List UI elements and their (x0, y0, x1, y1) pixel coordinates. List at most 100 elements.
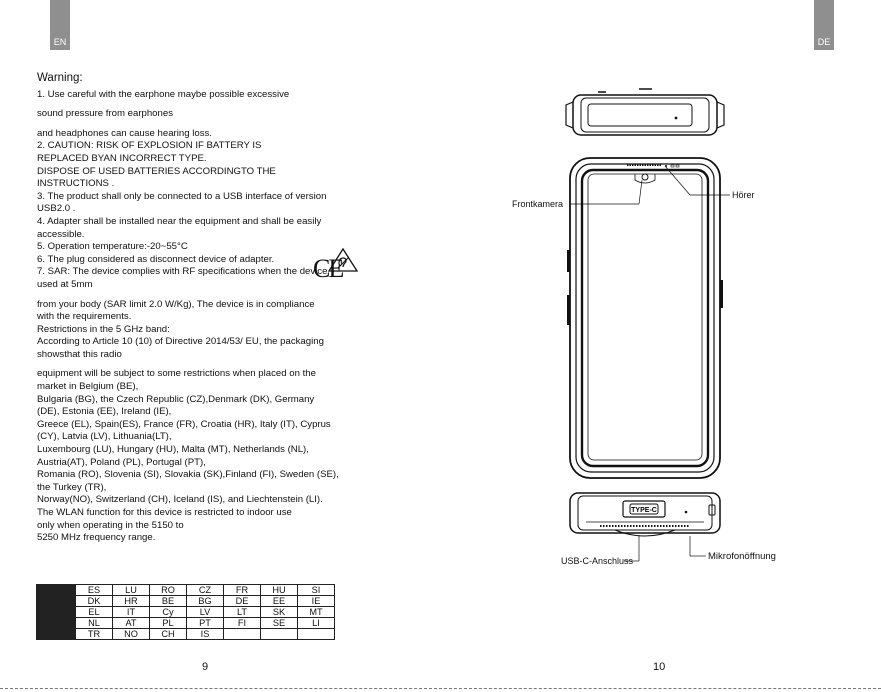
earpiece-label: Hörer (732, 190, 755, 200)
country-code-cell (297, 628, 335, 640)
warning-line: Austria(AT), Poland (PL), Portugal (PT), (37, 456, 206, 468)
country-code-cell: AT (112, 617, 150, 629)
warning-text: 1. Use careful with the earphone maybe p… (37, 89, 355, 545)
country-code-cell: ES (75, 584, 113, 596)
line-gap (37, 292, 355, 299)
warning-line: Bulgaria (BG), the Czech Republic (CZ),D… (37, 393, 315, 405)
country-code-cell: BG (186, 595, 224, 607)
warning-line: market in Belgium (BE), (37, 381, 139, 393)
warning-line: with the requirements. (37, 311, 132, 323)
country-code-cell: IT (112, 606, 150, 618)
warning-line: showsthat this radio (37, 348, 122, 360)
country-code-cell: CZ (186, 584, 224, 596)
warning-line: 1. Use careful with the earphone maybe p… (37, 88, 290, 100)
warning-line: sound pressure from earphones (37, 108, 173, 120)
country-code-cell: NO (112, 628, 150, 640)
warning-line: Luxembourg (LU), Hungary (HU), Malta (MT… (37, 444, 309, 456)
country-code-cell (260, 628, 298, 640)
country-code-cell: CH (149, 628, 187, 640)
warning-line: 3. The product shall only be connected t… (37, 190, 327, 202)
warning-line: accessible. (37, 228, 85, 240)
warning-line: (CY), Latvia (LV), Lithuania(LT), (37, 431, 172, 443)
country-code-cell: LI (297, 617, 335, 629)
country-code-cell: HR (112, 595, 150, 607)
warning-line: INSTRUCTIONS . (37, 178, 115, 190)
phone-front-view (567, 157, 730, 479)
country-code-cell: DE (223, 595, 261, 607)
country-code-cell: MT (297, 606, 335, 618)
ce-mark: CE (313, 254, 344, 283)
country-code-cell: EE (260, 595, 298, 607)
warning-line: According to Article 10 (10) of Directiv… (37, 336, 324, 348)
phone-bottom-view: TYPE-C (569, 492, 721, 562)
warning-line: The WLAN function for this device is res… (37, 507, 292, 518)
country-code-cell: EL (75, 606, 113, 618)
warning-line: from your body (SAR limit 2.0 W/Kg), The… (37, 298, 315, 310)
country-code-cell: PT (186, 617, 224, 629)
country-code-cell: IE (297, 595, 335, 607)
warning-line: DISPOSE OF USED BATTERIES ACCORDINGTO TH… (37, 165, 276, 177)
phone-top-view (565, 88, 725, 136)
language-tab-label: DE (817, 37, 831, 47)
language-tab-de: DE (814, 0, 834, 50)
country-code-cell: SE (260, 617, 298, 629)
line-gap (37, 121, 355, 128)
hearing-warning-icon (327, 247, 359, 272)
black-block (36, 584, 76, 640)
microphone-label: Mikrofonöffnung (708, 551, 776, 562)
warning-line: the Turkey (TR), (37, 481, 107, 493)
language-tab-en: EN (50, 0, 70, 50)
country-code-cell: NL (75, 617, 113, 629)
country-code-cell: LT (223, 606, 261, 618)
warning-line: REPLACED BYAN INCORRECT TYPE. (37, 152, 207, 164)
line-gap (37, 101, 355, 108)
warning-line: Restrictions in the 5 GHz band: (37, 323, 170, 335)
usb-port-label: TYPE-C (631, 507, 657, 514)
country-code-cell: FR (223, 584, 261, 596)
warning-heading: Warning: (37, 72, 83, 84)
language-tab-label: EN (53, 37, 67, 47)
country-code-cell: SI (297, 584, 335, 596)
warning-line: (DE), Estonia (EE), Ireland (IE), (37, 406, 172, 418)
warning-section: Warning: 1. Use careful with the earphon… (37, 72, 355, 545)
front-camera-label: Frontkamera (512, 199, 564, 209)
warning-line: equipment will be subject to some restri… (37, 368, 316, 380)
country-code-cell: SK (260, 606, 298, 618)
warning-line: 7. SAR: The device complies with RF spec… (37, 266, 328, 278)
country-code-cell (223, 628, 261, 640)
page-bottom-border (0, 688, 881, 689)
usb-c-port-label: USB-C-Anschluss (561, 556, 634, 566)
warning-line: and headphones can cause hearing loss. (37, 127, 212, 139)
country-code-cell: RO (149, 584, 187, 596)
warning-line: only when operating in the 5150 to (37, 519, 184, 531)
country-code-cell: IS (186, 628, 224, 640)
country-code-cell: TR (75, 628, 113, 640)
country-code-cell: DK (75, 595, 113, 607)
page-number-right: 10 (653, 661, 666, 673)
warning-line: USB2.0 . (37, 203, 76, 215)
country-code-cell: BE (149, 595, 187, 607)
warning-line: 6. The plug considered as disconnect dev… (37, 253, 275, 265)
phone-diagram: TYPE-C (565, 88, 730, 562)
country-code-cell: Cy (149, 606, 187, 618)
warning-line: used at 5mm (37, 278, 93, 290)
warning-line: Romania (RO), Slovenia (SI), Slovakia (S… (37, 469, 339, 481)
warning-line: 2. CAUTION: RISK OF EXPLOSION IF BATTERY… (37, 140, 262, 152)
warning-line: Greece (EL), Spain(ES), France (FR), Cro… (37, 418, 331, 430)
warning-line: Norway(NO), Switzerland (CH), Iceland (I… (37, 494, 323, 506)
country-code-cell: FI (223, 617, 261, 629)
country-code-cell: LV (186, 606, 224, 618)
warning-line: 5. Operation temperature:-20~55°C (37, 241, 188, 253)
page-number-left: 9 (202, 661, 209, 673)
warning-line: 5250 MHz frequency range. (37, 532, 156, 544)
country-code-cell: PL (149, 617, 187, 629)
country-code-cell: HU (260, 584, 298, 596)
line-gap (37, 361, 355, 368)
warning-line: 4. Adapter shall be installed near the e… (37, 215, 322, 227)
